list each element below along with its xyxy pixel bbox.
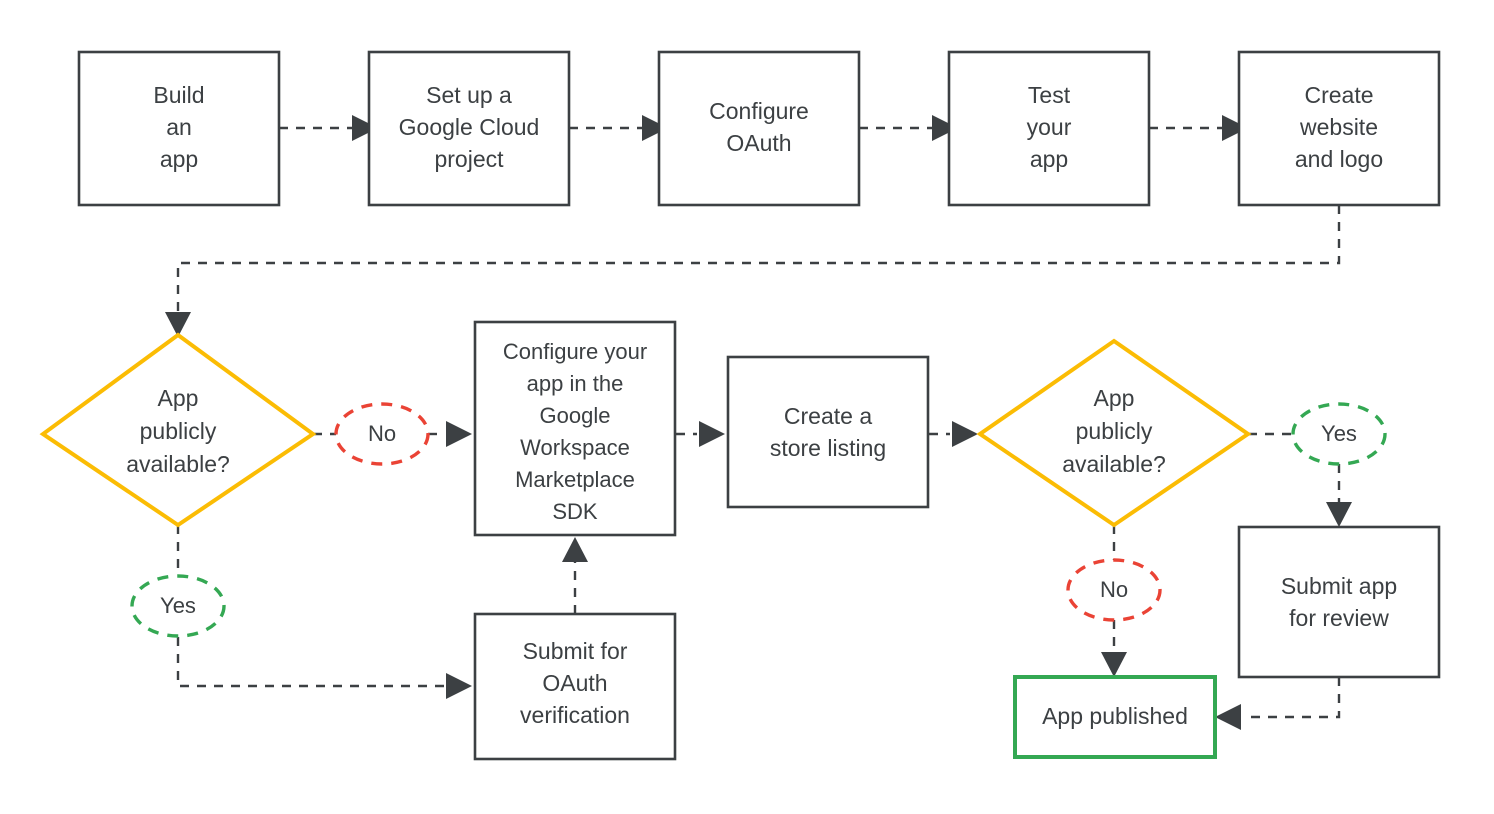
arrowhead-oauth-to-test [932, 115, 958, 141]
node-configure-oauth-line2: OAuth [726, 130, 791, 156]
node-submit-oauth-verification-box[interactable] [473, 612, 677, 761]
arrowhead-test-to-website [1222, 115, 1248, 141]
node-decision-left-line1: App [158, 385, 199, 411]
arrowhead-setup-to-oauth [642, 115, 668, 141]
node-build-an-app-line2: an [166, 114, 192, 140]
arrowhead-yes-to-submit-review [1326, 502, 1352, 527]
node-configure-sdk-line3: Google [540, 403, 611, 428]
node-submit-oauth-verification-line2: OAuth [542, 670, 607, 696]
node-setup-gcp-box[interactable] [367, 50, 571, 207]
node-configure-oauth[interactable]: Configure OAuth [657, 50, 861, 207]
yes-pill-left-shape [130, 574, 226, 638]
node-configure-oauth-line1: Configure [709, 98, 809, 124]
node-build-an-app-box[interactable] [77, 50, 281, 207]
no-pill-right-shape [1066, 558, 1162, 622]
yes-pill-left-text: Yes [160, 593, 196, 618]
node-build-an-app[interactable]: Build an app [77, 50, 281, 207]
node-create-website-logo-line3: and logo [1295, 146, 1383, 172]
node-configure-sdk-line4: Workspace [520, 435, 630, 460]
node-create-store-listing-line2: store listing [770, 435, 886, 461]
node-configure-sdk-box[interactable] [473, 320, 677, 537]
node-setup-gcp-line1: Set up a [426, 82, 512, 108]
node-test-your-app[interactable]: Test your app [947, 50, 1151, 207]
arrowhead-build-to-setup [352, 115, 378, 141]
node-test-your-app-line3: app [1030, 146, 1068, 172]
edge-website-to-decision-left [176, 205, 1341, 312]
edge-submit-review-to-app-published [1243, 677, 1341, 719]
node-configure-sdk[interactable]: Configure your app in the Google Workspa… [473, 320, 677, 537]
node-app-published[interactable]: App published [1013, 675, 1217, 759]
node-create-website-logo-box[interactable] [1237, 50, 1441, 207]
node-decision-app-publicly-available-left[interactable]: App publicly available? [39, 332, 317, 528]
arrowhead-configure-sdk-to-store-listing [699, 421, 725, 447]
yes-pill-right-text: Yes [1321, 421, 1357, 446]
no-pill-left-text: No [368, 421, 396, 446]
node-decision-right-line2: publicly [1076, 418, 1153, 444]
node-decision-right-line3: available? [1062, 451, 1166, 477]
node-setup-gcp-line3: project [434, 146, 504, 172]
node-create-store-listing[interactable]: Create a store listing [726, 355, 930, 509]
node-build-an-app-line1: Build [153, 82, 204, 108]
node-create-store-listing-box[interactable] [726, 355, 930, 509]
node-decision-left-line2: publicly [140, 418, 217, 444]
edge-label-no-right: No [1066, 558, 1162, 622]
node-submit-oauth-verification[interactable]: Submit for OAuth verification [473, 612, 677, 761]
no-pill-right-text: No [1100, 577, 1128, 602]
arrowhead-submit-oauth-to-configure-sdk [562, 537, 588, 562]
node-test-your-app-box[interactable] [947, 50, 1151, 207]
node-configure-sdk-line2: app in the [527, 371, 624, 396]
arrowhead-no-to-configure-sdk [446, 421, 472, 447]
node-decision-right-diamond[interactable] [976, 338, 1252, 528]
node-setup-gcp-line2: Google Cloud [399, 114, 540, 140]
arrowhead-no-to-app-published [1101, 652, 1127, 677]
node-create-website-logo-line2: website [1299, 114, 1378, 140]
edge-label-yes-right: Yes [1291, 402, 1387, 466]
edge-label-no-left: No [334, 402, 430, 466]
node-app-published-box[interactable] [1013, 675, 1217, 759]
node-submit-app-for-review-line2: for review [1289, 605, 1389, 631]
arrowhead-website-to-decision-left [165, 312, 191, 337]
node-decision-left-diamond[interactable] [39, 332, 317, 528]
node-submit-oauth-verification-line1: Submit for [523, 638, 628, 664]
node-decision-app-publicly-available-right[interactable]: App publicly available? [976, 338, 1252, 528]
node-app-published-label: App published [1042, 703, 1188, 729]
node-decision-left-line3: available? [126, 451, 230, 477]
node-create-website-logo[interactable]: Create website and logo [1237, 50, 1441, 207]
node-submit-app-for-review[interactable]: Submit app for review [1237, 525, 1441, 679]
node-test-your-app-line2: your [1027, 114, 1072, 140]
no-pill-left-shape [334, 402, 430, 466]
node-build-an-app-line3: app [160, 146, 198, 172]
node-submit-app-for-review-box[interactable] [1237, 525, 1441, 679]
node-create-store-listing-line1: Create a [784, 403, 872, 429]
node-decision-right-line1: App [1094, 385, 1135, 411]
node-setup-gcp[interactable]: Set up a Google Cloud project [367, 50, 571, 207]
node-configure-oauth-box[interactable] [657, 50, 861, 207]
node-configure-sdk-line6: SDK [552, 499, 598, 524]
node-submit-app-for-review-line1: Submit app [1281, 573, 1397, 599]
node-configure-sdk-line1: Configure your [503, 339, 647, 364]
node-submit-oauth-verification-line3: verification [520, 702, 630, 728]
node-test-your-app-line1: Test [1028, 82, 1071, 108]
edge-yes-to-submit-oauth [176, 637, 444, 688]
arrowhead-yes-to-submit-oauth [446, 673, 472, 699]
yes-pill-right-shape [1291, 402, 1387, 466]
node-create-website-logo-line1: Create [1304, 82, 1373, 108]
edge-label-yes-left: Yes [130, 574, 226, 638]
node-configure-sdk-line5: Marketplace [515, 467, 635, 492]
arrowhead-submit-review-to-app-published [1215, 704, 1241, 730]
arrowhead-store-listing-to-decision-right [952, 421, 978, 447]
connectors-layer [165, 115, 1352, 730]
